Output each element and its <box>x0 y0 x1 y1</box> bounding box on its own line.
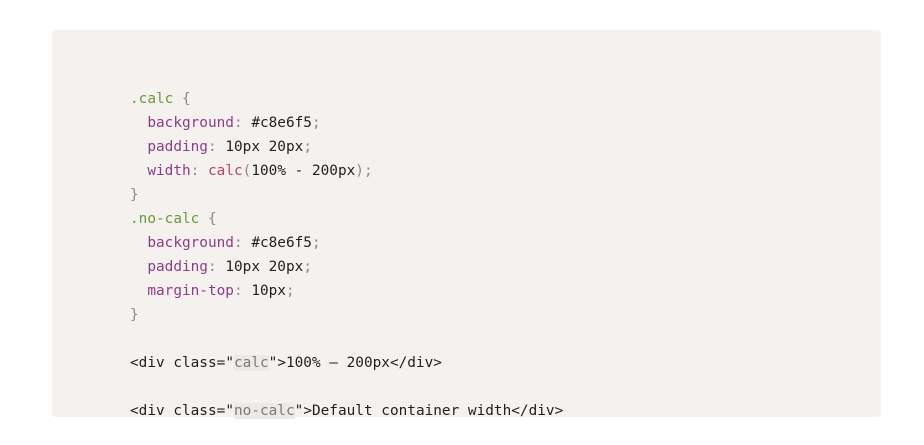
code-line: background: #c8e6f5; <box>130 111 881 135</box>
quote: " <box>225 403 234 419</box>
code-line: } <box>130 183 881 207</box>
close-brace: } <box>130 307 139 323</box>
quote: " <box>268 355 278 371</box>
css-value: 100% - 200px <box>251 163 356 179</box>
css-value: 10px 20px <box>225 139 304 155</box>
css-property: background <box>147 235 234 251</box>
blank-line <box>130 327 881 351</box>
close-paren: ) <box>355 163 364 179</box>
code-line: background: #c8e6f5; <box>130 231 881 255</box>
code-block: .calc { background: #c8e6f5; padding: 10… <box>52 30 881 419</box>
open-paren: ( <box>242 163 252 179</box>
semicolon: ; <box>285 283 295 299</box>
code-line: margin-top: 10px; <box>130 279 881 303</box>
css-property: background <box>147 115 234 131</box>
css-property: padding <box>147 139 208 155</box>
colon: : <box>233 283 243 299</box>
quote: " <box>225 355 234 371</box>
css-value: 10px 20px <box>225 259 304 275</box>
colon: : <box>190 163 200 179</box>
open-brace: { <box>182 91 191 107</box>
css-selector: .calc <box>130 91 174 107</box>
css-value: #c8e6f5 <box>251 235 312 251</box>
semicolon: ; <box>311 235 321 251</box>
colon: : <box>233 235 243 251</box>
css-value: 10px <box>251 283 286 299</box>
semicolon: ; <box>303 259 312 275</box>
css-property: width <box>147 163 191 179</box>
css-property: margin-top <box>147 283 234 299</box>
code-line: <div class="no-calc">Default container w… <box>130 399 881 423</box>
close-brace: } <box>130 187 139 203</box>
attribute-value: no-calc <box>233 403 295 419</box>
code-line: padding: 10px 20px; <box>130 135 881 159</box>
code-line: <div class="calc">100% – 200px</div> <box>130 351 881 375</box>
code-line: padding: 10px 20px; <box>130 255 881 279</box>
html-tag-open: <div class= <box>130 355 226 371</box>
quote: " <box>294 403 304 419</box>
colon: : <box>207 259 217 275</box>
blank-line <box>130 375 881 399</box>
css-function: calc <box>208 163 243 179</box>
css-selector: .no-calc <box>130 211 200 227</box>
code-line: .calc { <box>130 87 881 111</box>
html-tag-rest: >100% – 200px</div> <box>277 355 442 371</box>
semicolon: ; <box>303 139 312 155</box>
code-line: width: calc(100% - 200px); <box>130 159 881 183</box>
css-value: #c8e6f5 <box>251 115 312 131</box>
open-brace: { <box>207 211 217 227</box>
semicolon: ; <box>311 115 321 131</box>
colon: : <box>233 115 243 131</box>
semicolon: ; <box>363 163 373 179</box>
colon: : <box>207 139 217 155</box>
css-property: padding <box>147 259 208 275</box>
code-listing: .calc { background: #c8e6f5; padding: 10… <box>130 87 881 423</box>
html-tag-rest: >Default container width</div> <box>303 403 564 419</box>
code-line: .no-calc { <box>130 207 881 231</box>
attribute-value: calc <box>233 355 269 371</box>
html-tag-open: <div class= <box>130 403 226 419</box>
code-line: } <box>130 303 881 327</box>
